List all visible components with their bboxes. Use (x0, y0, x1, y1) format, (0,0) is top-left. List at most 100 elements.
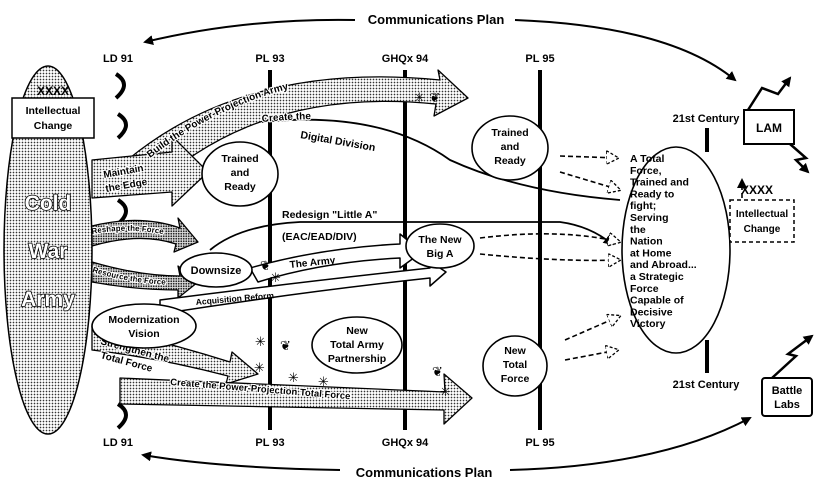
burst-icon: ❦ (432, 365, 443, 380)
vision-line: Capable of (630, 295, 684, 307)
label-ghq94-bottom: GHQx 94 (382, 437, 429, 449)
label-digital-division: Digital Division (299, 129, 376, 154)
battle-labs-box: Battle Labs (761, 334, 814, 417)
burst-icon: ✳ (270, 271, 281, 286)
oval-text: and (501, 141, 520, 153)
burst-icon: ✳ (255, 335, 266, 350)
oval-text: Force (501, 373, 530, 385)
oval-new-total-army-partnership: New Total Army Partnership (311, 316, 403, 374)
burst-marks: ✳ ❦ ❦ ✳ ✳ ❦ ✳ ✳ ✳ ❦ ✳ (254, 91, 451, 400)
cold-word: Cold (25, 192, 72, 215)
oval-trained-ready-2: Trained and Ready (471, 115, 549, 181)
label-pl93-top: PL 93 (255, 53, 284, 65)
label-ld91-top: LD 91 (103, 53, 133, 65)
burst-icon: ❦ (260, 259, 271, 274)
solid-flows (209, 118, 621, 251)
burst-icon: ✳ (254, 361, 265, 376)
burst-icon: ❦ (280, 339, 291, 354)
flow-redesign-little-a (209, 221, 614, 251)
oval-text: Trained (491, 127, 528, 139)
label-the-army: The Army (289, 255, 336, 271)
oval-new-total-force: New Total Force (482, 335, 548, 397)
intellectual-change-right: XXXX Intellectual Change (729, 183, 795, 243)
oval-text: Partnership (328, 353, 386, 365)
communications-plan-bottom: Communications Plan (356, 465, 493, 480)
communications-plan-top-arc (143, 18, 737, 82)
oval-text: Total (503, 359, 527, 371)
label-create-the-digital-division-1: Create the (261, 111, 311, 125)
label-redesign-little-a: Redesign "Little A" (282, 209, 377, 221)
label-pl93-bottom: PL 93 (255, 437, 284, 449)
oval-downsize: Downsize (179, 252, 253, 288)
intellectual-left-2: Change (34, 120, 73, 132)
arrow-build-power-projection-army (117, 69, 469, 191)
label-pl95-bottom: PL 95 (525, 437, 554, 449)
lam-label: LAM (756, 121, 782, 135)
oval-text: and (231, 167, 250, 179)
lightning-bolt-icon (771, 334, 814, 379)
arrow-acquisition-reform (159, 259, 447, 315)
vision-line: fight; (630, 200, 656, 212)
label-acquisition-reform: Acquisition Reform (195, 290, 274, 307)
battle-labs-2: Labs (774, 399, 800, 411)
arrow-reshape-the-force (91, 217, 199, 253)
label-eac-ead-div: (EAC/EAD/DIV) (282, 231, 357, 243)
label-pl95-top: PL 95 (525, 53, 554, 65)
oval-text: New (504, 345, 526, 357)
vision-line: Force, (630, 165, 662, 177)
ld91-brackets (114, 72, 128, 430)
oval-text: The New (418, 234, 462, 246)
lightning-bolt-icon (746, 76, 792, 111)
vision-line: Ready to (630, 188, 674, 200)
vision-line: Victory (630, 318, 666, 330)
lam-box: LAM (743, 76, 810, 174)
intellectual-right-2: Change (744, 224, 781, 235)
burst-icon: ✳ (318, 375, 329, 390)
vision-line: Trained and (630, 177, 689, 189)
communications-plan-top: Communications Plan (368, 12, 505, 27)
xxxx-left: XXXX (37, 84, 69, 98)
intellectual-right-1: Intellectual (736, 209, 788, 220)
oval-text: New (346, 325, 368, 337)
vision-line: and Abroad... (630, 259, 697, 271)
army-word: Army (21, 288, 75, 311)
vision-line: Nation (630, 236, 663, 248)
label-ld91-bottom: LD 91 (103, 437, 133, 449)
vision-line: Force (630, 283, 659, 295)
arrow-maintain-the-edge (91, 135, 209, 207)
flow-digital-division (261, 118, 621, 201)
oval-text: Big A (426, 248, 453, 260)
arrow-resource-the-force (91, 261, 199, 299)
oval-trained-ready-1: Trained and Ready (201, 141, 279, 207)
vision-line: the (630, 224, 646, 236)
oval-new-big-a: The New Big A (405, 223, 475, 269)
intellectual-change-left: XXXX Intellectual Change (11, 84, 95, 139)
white-arrows (159, 233, 447, 315)
vision-line: A Total (630, 153, 664, 165)
cold-war-army-ellipse: Cold War Army (3, 65, 93, 435)
oval-text: Ready (494, 155, 526, 167)
vision-line: at Home (630, 247, 672, 259)
vision-line: Decisive (630, 306, 673, 318)
burst-icon: ✳ ❦ (414, 91, 440, 106)
vision-line: a Strategic (630, 271, 684, 283)
xxxx-right: XXXX (741, 183, 773, 197)
vision-line: Serving (630, 212, 669, 224)
label-21st-century-top: 21st Century (673, 113, 741, 125)
arrow-the-army (249, 233, 423, 283)
communications-plan-bottom-arc (141, 417, 752, 471)
oval-text: Ready (224, 181, 256, 193)
war-word: War (29, 240, 68, 263)
burst-icon: ✳ (440, 385, 451, 400)
oval-text: Total Army (330, 339, 384, 351)
oval-text: Downsize (191, 265, 242, 277)
label-ghq94-top: GHQx 94 (382, 53, 429, 65)
battle-labs-1: Battle (772, 385, 803, 397)
arrow-create-ppt-force (119, 373, 473, 425)
oval-text: Modernization (108, 314, 179, 326)
lightning-bolt-icon (789, 143, 810, 174)
oval-text: Vision (128, 328, 159, 340)
